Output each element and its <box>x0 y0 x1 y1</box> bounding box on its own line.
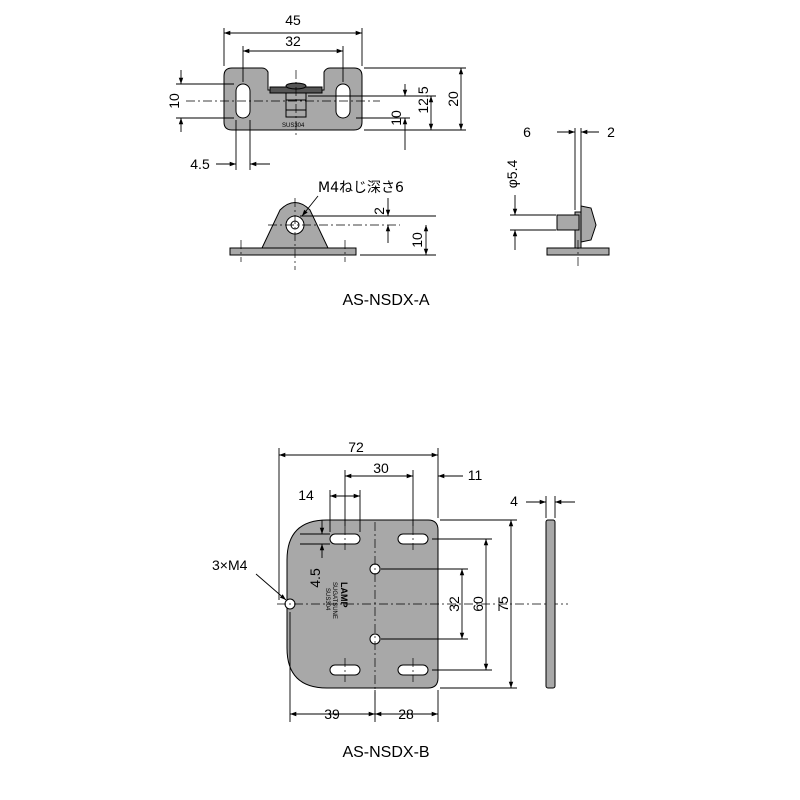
part-a-top-view: SUS304 45 32 10 4.5 10 12.5 <box>166 12 466 172</box>
dim-32: 32 <box>285 33 301 49</box>
dim-6-side: 6 <box>523 124 531 140</box>
dim-75: 75 <box>495 596 511 612</box>
part-a-marking: SUS304 <box>282 123 305 129</box>
dim-10-front: 10 <box>409 232 425 248</box>
part-a-front-view: M4ねじ深さ6 2 10 <box>229 180 436 270</box>
dim-14: 14 <box>298 487 314 503</box>
dim-phi-5-4: φ5.4 <box>504 160 520 189</box>
dim-4-b: 4 <box>510 493 518 509</box>
holes-label: 3×M4 <box>212 557 248 573</box>
dim-4-5-b: 4.5 <box>307 568 323 588</box>
dim-60: 60 <box>470 596 486 612</box>
dim-32-b: 32 <box>446 596 462 612</box>
dim-2-side: 2 <box>607 124 615 140</box>
dim-28: 28 <box>398 706 414 722</box>
dim-4-5: 4.5 <box>190 156 210 172</box>
part-a-side-roller <box>556 214 580 231</box>
caption-part-b: AS-NSDX-B <box>342 744 429 761</box>
part-b-side-plate <box>545 519 556 689</box>
dim-2-front: 2 <box>371 207 387 215</box>
part-b-marking: LAMP SUGATSUNE SUS304 <box>324 582 349 619</box>
caption-part-a: AS-NSDX-A <box>342 292 429 309</box>
part-a-front-base <box>229 247 357 256</box>
svg-text:SUGATSUNE: SUGATSUNE <box>331 582 337 619</box>
dim-10-right: 10 <box>388 110 404 126</box>
part-b-side-view: 4 <box>510 493 575 689</box>
dim-10-left: 10 <box>166 93 182 109</box>
dim-12-5: 12.5 <box>415 86 431 113</box>
screw-label: M4ねじ深さ6 <box>318 180 404 196</box>
dim-45: 45 <box>285 12 301 28</box>
dim-39: 39 <box>324 706 340 722</box>
dim-11: 11 <box>468 467 483 483</box>
dim-30: 30 <box>373 460 389 476</box>
part-a-side-view: 6 2 φ5.4 <box>504 124 615 268</box>
svg-text:LAMP: LAMP <box>339 582 349 608</box>
svg-text:SUS304: SUS304 <box>324 588 330 611</box>
part-b-front-view: LAMP SUGATSUNE SUS304 72 30 11 14 3×M4 <box>212 439 568 722</box>
dim-20: 20 <box>445 91 461 107</box>
dim-72: 72 <box>348 439 364 455</box>
